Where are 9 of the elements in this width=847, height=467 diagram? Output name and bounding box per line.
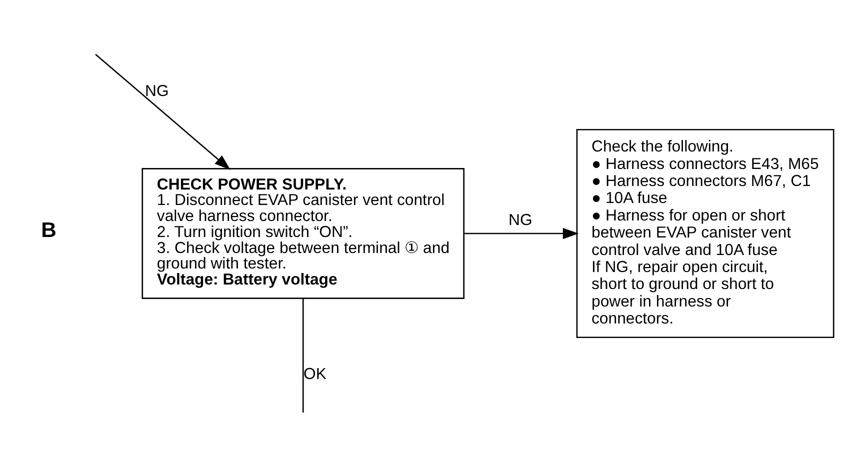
- edge-label: NG: [508, 212, 532, 230]
- arrow: [464, 228, 579, 240]
- node-box: CHECK POWER SUPPLY. 1. Disconnect EVAP canister vent control valve harness connector. 2. Turn ignition switch “ON”. 3. Check voltage between terminal ① and ground with tester. Voltage: Battery voltage: [142, 168, 465, 299]
- connector: [302, 298, 304, 413]
- edge-label: NG: [145, 83, 169, 100]
- node-box: Check the following. ● Harness connectors E43, M65 ● Harness connectors M67, C1 ● 10A fuse ● Harness for open or short between EVAP canister vent control valve and 10A fuse If NG, repair open circuit, short to ground or short to power in harness or connectors.: [576, 128, 834, 338]
- edge-label: OK: [304, 366, 326, 384]
- label: B: [41, 219, 56, 242]
- arrow: [95, 54, 230, 170]
